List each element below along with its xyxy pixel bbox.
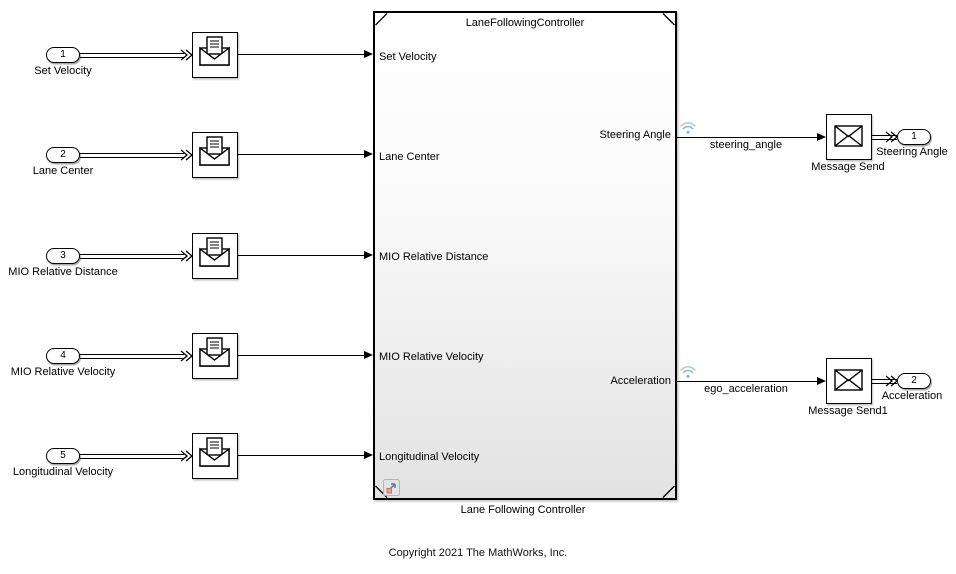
solid-arrowhead — [364, 251, 373, 259]
signal-line[interactable] — [238, 255, 365, 256]
solid-arrowhead — [817, 377, 826, 385]
send-block-label: Message Send — [811, 161, 885, 173]
open-envelope-icon — [199, 36, 230, 66]
solid-arrowhead — [364, 150, 373, 158]
model-reference-corner-notches — [375, 13, 675, 498]
model-reference-badge-icon[interactable] — [383, 479, 400, 496]
double-chevron-arrowhead — [180, 450, 193, 462]
controller-inport-label-1: Set Velocity — [379, 51, 437, 63]
message-send-block-2[interactable] — [826, 358, 872, 404]
inport-5-label: Longitudinal Velocity — [12, 466, 114, 478]
solid-arrowhead — [364, 50, 373, 58]
open-envelope-icon — [199, 437, 230, 467]
controller-inport-label-4: MIO Relative Velocity — [379, 351, 484, 363]
inport-1-label: Set Velocity — [34, 65, 92, 77]
send-block-label: Message Send1 — [808, 405, 888, 417]
signal-line[interactable] — [677, 137, 818, 138]
inport-4-label: MIO Relative Velocity — [10, 366, 116, 378]
inport-3-label: MIO Relative Distance — [8, 266, 118, 278]
message-line[interactable] — [872, 379, 897, 384]
signal-line[interactable] — [238, 455, 365, 456]
inport-3[interactable]: 3 — [46, 248, 80, 264]
inport-2-number: 2 — [60, 149, 66, 160]
controller-title: LaneFollowingController — [465, 17, 585, 29]
inport-2[interactable]: 2 — [46, 147, 80, 163]
outport-2[interactable]: 2 — [897, 373, 931, 389]
inport-4-number: 4 — [60, 350, 66, 361]
open-envelope-icon — [199, 237, 230, 267]
solid-arrowhead — [817, 133, 826, 141]
inport-4[interactable]: 4 — [46, 348, 80, 364]
double-chevron-arrowhead — [180, 250, 193, 262]
message-line[interactable] — [872, 135, 897, 140]
message-line[interactable] — [80, 53, 184, 58]
open-envelope-icon — [199, 337, 230, 367]
double-chevron-arrowhead — [885, 131, 898, 143]
controller-inport-label-5: Longitudinal Velocity — [379, 451, 480, 463]
signal-name-label[interactable]: steering_angle — [709, 139, 783, 151]
controller-caption: Lane Following Controller — [460, 504, 586, 516]
double-chevron-arrowhead — [180, 49, 193, 61]
closed-envelope-icon — [834, 369, 863, 391]
double-chevron-arrowhead — [180, 149, 193, 161]
inport-1[interactable]: 1 — [46, 47, 80, 63]
message-send-block-1[interactable] — [826, 114, 872, 160]
open-envelope-icon — [199, 136, 230, 166]
message-receive-block-3[interactable] — [192, 233, 238, 279]
message-receive-block-2[interactable] — [192, 132, 238, 178]
message-receive-block-5[interactable] — [192, 433, 238, 479]
signal-line[interactable] — [677, 381, 818, 382]
inport-5[interactable]: 5 — [46, 448, 80, 464]
signal-name-label[interactable]: ego_acceleration — [704, 383, 788, 395]
lane-following-controller-block[interactable]: LaneFollowingController Set Velocity Lan… — [373, 11, 677, 500]
solid-arrowhead — [364, 451, 373, 459]
outport-2-label: Acceleration — [881, 390, 943, 402]
signal-streaming-badge-icon[interactable] — [680, 361, 700, 381]
controller-inport-label-3: MIO Relative Distance — [379, 251, 489, 263]
closed-envelope-icon — [834, 125, 863, 147]
signal-streaming-badge-icon[interactable] — [680, 117, 700, 137]
message-line[interactable] — [80, 153, 184, 158]
inport-2-label: Lane Center — [32, 165, 94, 177]
inport-1-number: 1 — [60, 49, 66, 60]
outport-1-number: 1 — [911, 131, 917, 142]
outport-1[interactable]: 1 — [897, 129, 931, 145]
message-line[interactable] — [80, 354, 184, 359]
message-receive-block-4[interactable] — [192, 333, 238, 379]
controller-inport-label-2: Lane Center — [379, 151, 440, 163]
controller-outport-label-2: Acceleration — [610, 375, 671, 387]
copyright-text: Copyright 2021 The MathWorks, Inc. — [388, 547, 568, 559]
controller-outport-label-1: Steering Angle — [599, 129, 671, 141]
outport-1-label: Steering Angle — [876, 146, 948, 158]
message-line[interactable] — [80, 454, 184, 459]
signal-line[interactable] — [238, 154, 365, 155]
inport-5-number: 5 — [60, 450, 66, 461]
inport-3-number: 3 — [60, 250, 66, 261]
double-chevron-arrowhead — [885, 375, 898, 387]
solid-arrowhead — [364, 351, 373, 359]
message-line[interactable] — [80, 254, 184, 259]
message-receive-block-1[interactable] — [192, 32, 238, 78]
signal-line[interactable] — [238, 54, 365, 55]
signal-line[interactable] — [238, 355, 365, 356]
double-chevron-arrowhead — [180, 350, 193, 362]
outport-2-number: 2 — [911, 375, 917, 386]
